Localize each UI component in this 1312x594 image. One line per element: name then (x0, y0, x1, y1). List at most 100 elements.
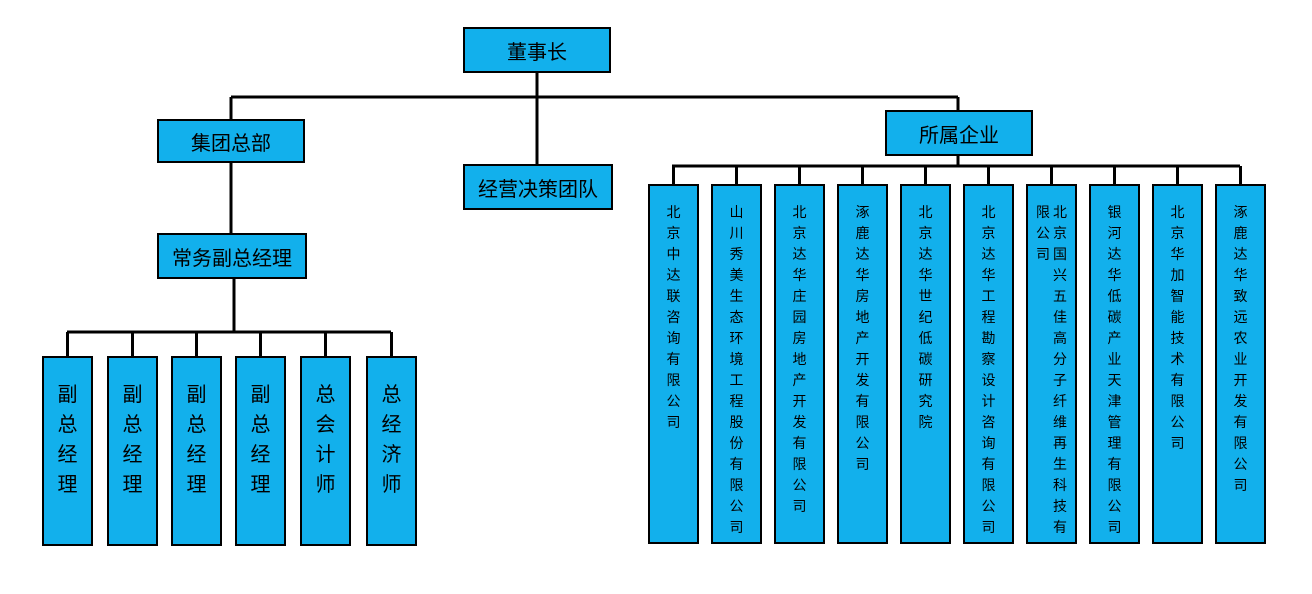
officer-label-char: 总 (122, 412, 143, 436)
company-label-char: 业 (1233, 352, 1248, 368)
company-label-char: 股 (729, 415, 744, 431)
company-box: 北京中达联咨询有限公司 (648, 184, 699, 544)
officer-label-char: 理 (250, 472, 271, 496)
company-label-char: 五 (1053, 289, 1067, 305)
officer-label-char: 总 (250, 412, 271, 436)
company-label-char: 能 (1170, 310, 1185, 326)
company-label-char: 限 (1107, 478, 1122, 494)
company-label-char: 程 (729, 394, 744, 410)
company-label-char: 计 (981, 394, 996, 410)
company-label-char: 询 (981, 436, 996, 452)
company-label-char: 工 (981, 289, 996, 305)
company-box: 银河达华低碳产业天津管理有限公司 (1089, 184, 1140, 544)
officer-label-char: 经 (250, 442, 271, 466)
executive-vp-box: 常务副总经理 (157, 233, 307, 279)
company-label-char: 致 (1233, 289, 1248, 305)
company-label-char: 限 (1036, 205, 1050, 221)
company-label-char: 限 (855, 415, 870, 431)
officer-box: 总经济师 (366, 356, 417, 546)
company-label-char: 涿 (855, 205, 870, 221)
company-label-char: 设 (981, 373, 996, 389)
company-label-char: 公 (792, 478, 807, 494)
company-label-char: 川 (729, 226, 744, 242)
company-label-char: 开 (792, 394, 807, 410)
company-label-char: 有 (1233, 415, 1248, 431)
company-label-char: 公 (1036, 226, 1050, 242)
company-label-char: 发 (1233, 394, 1248, 410)
officer-label-char: 经 (122, 442, 143, 466)
company-label-char: 限 (1233, 436, 1248, 452)
company-label-char: 公 (666, 394, 681, 410)
company-label-char: 生 (1053, 457, 1067, 473)
company-label-char: 园 (792, 310, 807, 326)
company-label-char: 智 (1170, 289, 1185, 305)
company-label-char: 司 (855, 457, 870, 473)
company-label-char: 业 (1107, 352, 1122, 368)
company-label-char: 询 (666, 331, 681, 347)
officer-label-char: 经 (381, 412, 402, 436)
decision-team-box: 经营决策团队 (463, 164, 613, 210)
company-label-char: 远 (1233, 310, 1248, 326)
company-label-char: 鹿 (855, 226, 870, 242)
company-box: 涿鹿达华致远农业开发有限公司 (1215, 184, 1266, 544)
hq-box: 集团总部 (157, 119, 305, 163)
company-label-char: 勘 (981, 331, 996, 347)
company-label-char: 庄 (792, 289, 807, 305)
company-label-char: 华 (981, 268, 996, 284)
company-label-char: 公 (855, 436, 870, 452)
company-label-char: 司 (981, 520, 996, 536)
company-box: 北京华加智能技术有限公司 (1152, 184, 1203, 544)
company-label-char: 北 (981, 205, 996, 221)
company-label-char: 境 (729, 352, 744, 368)
company-label-char: 世 (918, 289, 933, 305)
company-label-char: 有 (855, 394, 870, 410)
company-label-char: 津 (1107, 394, 1122, 410)
company-label-char: 达 (1107, 247, 1122, 263)
officer-label-char: 理 (122, 472, 143, 496)
company-label-char: 咨 (666, 310, 681, 326)
company-label-char: 公 (1170, 415, 1185, 431)
company-label-char: 程 (981, 310, 996, 326)
company-label-char: 子 (1053, 373, 1067, 389)
company-label-char: 公 (1107, 499, 1122, 515)
company-label-char: 有 (981, 457, 996, 473)
company-label-char: 再 (1053, 436, 1067, 452)
officer-label-char: 经 (57, 442, 78, 466)
company-label-char: 华 (918, 268, 933, 284)
company-label-char: 技 (1170, 331, 1185, 347)
hq-label: 集团总部 (191, 130, 271, 155)
company-label-char: 研 (918, 373, 933, 389)
company-label-char: 司 (1170, 436, 1185, 452)
company-label-char: 农 (1233, 331, 1248, 347)
company-label-char: 美 (729, 268, 744, 284)
company-label-char: 限 (792, 457, 807, 473)
company-label-char: 公 (981, 499, 996, 515)
company-label-char: 司 (1036, 247, 1050, 263)
company-label-char: 有 (792, 436, 807, 452)
company-label-char: 中 (666, 247, 681, 263)
company-label-char: 北 (792, 205, 807, 221)
company-label-char: 产 (792, 373, 807, 389)
officer-label-char: 副 (186, 382, 207, 406)
company-label-char: 生 (729, 289, 744, 305)
company-label-char: 京 (918, 226, 933, 242)
company-label-char: 技 (1053, 499, 1067, 515)
company-label-char: 院 (918, 415, 933, 431)
officer-label-char: 经 (186, 442, 207, 466)
company-box: 北京达华工程勘察设计咨询有限公司 (963, 184, 1014, 544)
officer-label-char: 副 (57, 382, 78, 406)
company-label-char: 态 (729, 310, 744, 326)
company-label-char: 北 (1053, 205, 1067, 221)
company-label-char: 有 (1170, 373, 1185, 389)
officer-label-char: 师 (381, 472, 402, 496)
company-label-char: 华 (1107, 268, 1122, 284)
company-label-char: 京 (1170, 226, 1185, 242)
company-label-char: 碳 (1107, 310, 1122, 326)
company-label-char: 术 (1170, 352, 1185, 368)
company-label-char: 兴 (1053, 268, 1067, 284)
company-label-char: 限 (666, 373, 681, 389)
company-label-char: 理 (1107, 436, 1122, 452)
officer-label-char: 理 (186, 472, 207, 496)
